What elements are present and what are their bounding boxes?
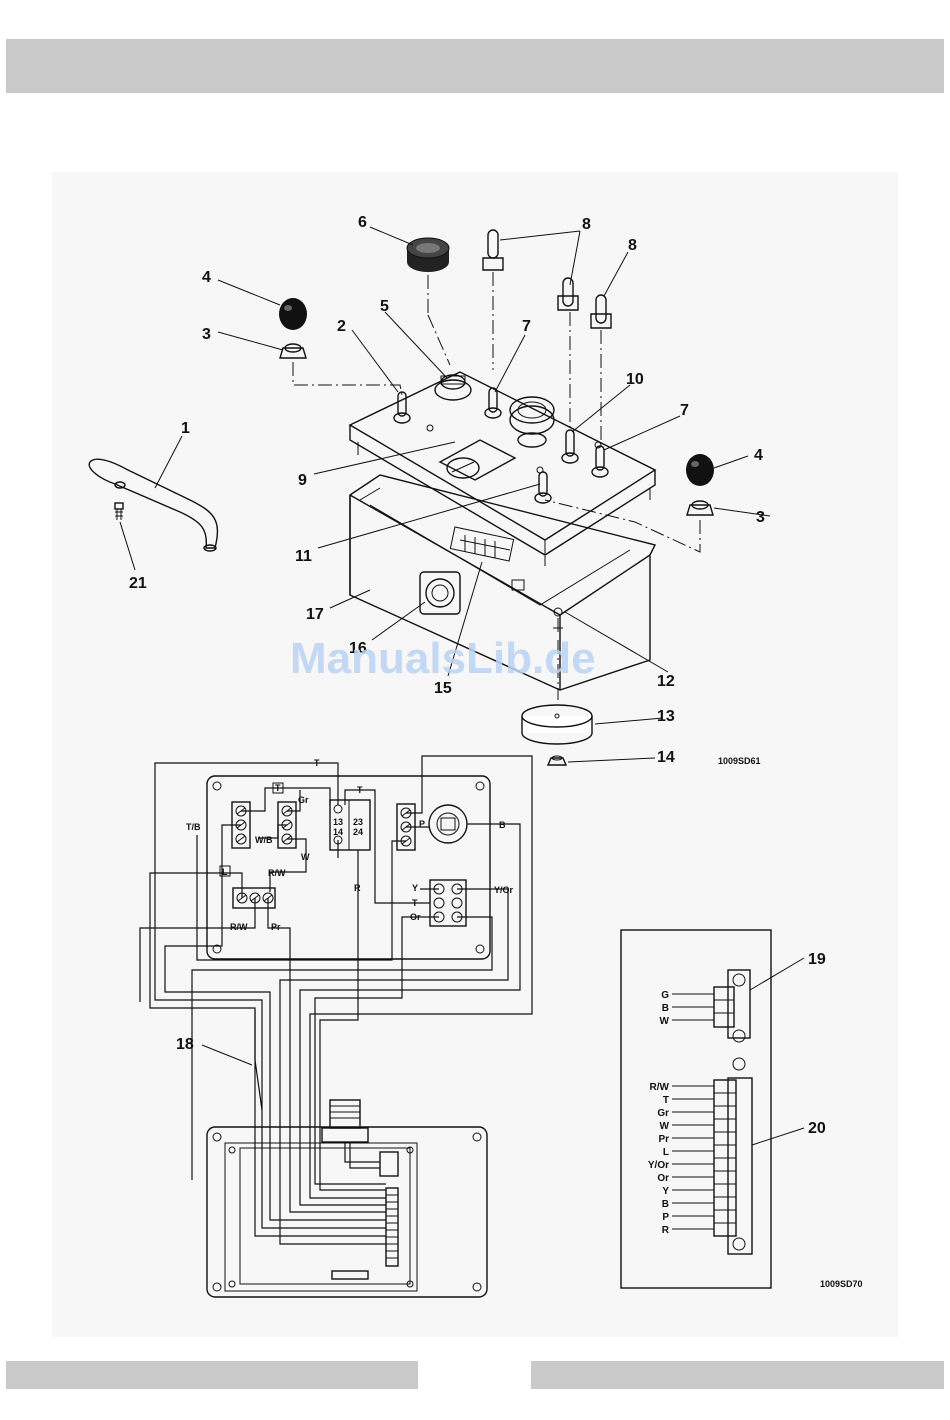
knob-4-right xyxy=(686,454,714,486)
loose-toggle-8b xyxy=(558,278,578,428)
callout-3-left: 3 xyxy=(202,326,211,343)
loose-toggle-8c xyxy=(591,295,611,444)
wire-label-y-or: Y/Or xyxy=(494,885,514,895)
toggle-switch-7b xyxy=(592,446,608,477)
emergency-stop xyxy=(510,397,554,447)
callout-20: 20 xyxy=(808,1120,826,1137)
pin-label: Y/Or xyxy=(648,1160,669,1171)
connector-cap-6 xyxy=(407,238,450,365)
pin-label: Gr xyxy=(657,1108,669,1119)
push-button-5 xyxy=(435,375,471,400)
drawing-code-exploded: 1009SD61 xyxy=(718,756,761,766)
watermark: ManualsLib.de xyxy=(290,634,596,683)
button-socket xyxy=(429,805,467,843)
wire-label-or: Or xyxy=(410,912,421,922)
callout-13: 13 xyxy=(657,708,675,725)
wire-label-rw-top: R/W xyxy=(268,868,286,878)
callout-10: 10 xyxy=(626,371,644,388)
callout-2: 2 xyxy=(337,318,346,335)
pin-label: W xyxy=(660,1121,670,1132)
wiring-labels: T T Gr T T/B W/B W L R/W R/W Pr P B R Y … xyxy=(186,758,514,932)
toggle-switch-10 xyxy=(562,430,578,463)
callout-6: 6 xyxy=(358,214,367,231)
callout-18: 18 xyxy=(176,1036,194,1053)
callout-14: 14 xyxy=(657,749,675,766)
pin-label: Or xyxy=(657,1173,669,1184)
connector-19 xyxy=(672,958,804,1042)
knob-4-left xyxy=(279,298,307,330)
callout-7-lower: 7 xyxy=(680,402,689,419)
callout-7-upper: 7 xyxy=(522,318,531,335)
connector-20-labels: R/W T Gr W Pr L Y/Or Or Y B P R xyxy=(648,1082,670,1236)
toggle-switch-11 xyxy=(535,472,551,503)
wire-label-p: P xyxy=(419,819,425,829)
wire-label-pr: Pr xyxy=(271,922,281,932)
contact-23: 23 xyxy=(353,817,363,827)
connector-20 xyxy=(672,1058,804,1254)
wire-label-t-right: T xyxy=(357,785,363,795)
callout-11: 11 xyxy=(295,548,312,565)
terminal-block-double xyxy=(430,880,466,926)
pin-label: R xyxy=(662,1225,670,1236)
callout-21: 21 xyxy=(129,575,147,592)
contact-14: 14 xyxy=(333,827,343,837)
drawing-code-connectors: 1009SD70 xyxy=(820,1279,863,1289)
callout-8-left: 8 xyxy=(582,216,591,233)
contact-13: 13 xyxy=(333,817,343,827)
callout-12: 12 xyxy=(657,673,675,690)
callout-4-left: 4 xyxy=(202,269,211,286)
wire-label-b: B xyxy=(499,820,506,830)
cable-harness xyxy=(202,1010,262,1110)
pin-label: R/W xyxy=(650,1082,670,1093)
wire-label-tb: T/B xyxy=(186,822,201,832)
wiring-diagram xyxy=(140,756,532,1297)
handle-part xyxy=(89,459,217,551)
loose-toggle-8a xyxy=(483,230,503,370)
callout-19: 19 xyxy=(808,951,826,968)
callout-17: 17 xyxy=(306,606,324,623)
nut-3-right xyxy=(545,500,713,552)
pin-label: L xyxy=(663,1147,669,1158)
connector-19-labels: G B W xyxy=(660,990,670,1027)
wire-label-l: L xyxy=(222,867,228,877)
wire-label-wb: W/B xyxy=(255,835,273,845)
wire-label-w: W xyxy=(301,852,310,862)
nut-14 xyxy=(548,756,566,765)
callout-3-right: 3 xyxy=(756,509,765,526)
lid-toggle-switches xyxy=(394,388,608,503)
pin-label: B xyxy=(662,1199,669,1210)
pin-label: W xyxy=(660,1016,670,1027)
callout-1: 1 xyxy=(181,420,190,437)
screw-part xyxy=(115,503,123,520)
nut-3-left xyxy=(280,344,402,395)
pin-label: Y xyxy=(662,1186,669,1197)
wire-label-t-top: T xyxy=(314,758,320,768)
wire-label-y: Y xyxy=(412,883,418,893)
contact-24: 24 xyxy=(353,827,363,837)
pin-label: T xyxy=(663,1095,669,1106)
terminal-block-lower xyxy=(233,888,275,908)
toggle-switch-7a xyxy=(485,388,501,418)
callout-4-right: 4 xyxy=(754,447,763,464)
pin-label: G xyxy=(661,990,669,1001)
callout-8-right: 8 xyxy=(628,237,637,254)
wire-label-t-box: T xyxy=(275,783,281,793)
wire-label-r: R xyxy=(354,883,361,893)
wire-label-gr: Gr xyxy=(298,795,309,805)
pin-label: Pr xyxy=(658,1134,669,1145)
callout-5: 5 xyxy=(380,298,389,315)
pin-label: B xyxy=(662,1003,669,1014)
pin-label: P xyxy=(662,1212,669,1223)
wire-label-t-mid: T xyxy=(412,898,418,908)
wire-label-rw-bottom: R/W xyxy=(230,922,248,932)
callout-9: 9 xyxy=(298,472,307,489)
connector-panel xyxy=(621,930,804,1288)
